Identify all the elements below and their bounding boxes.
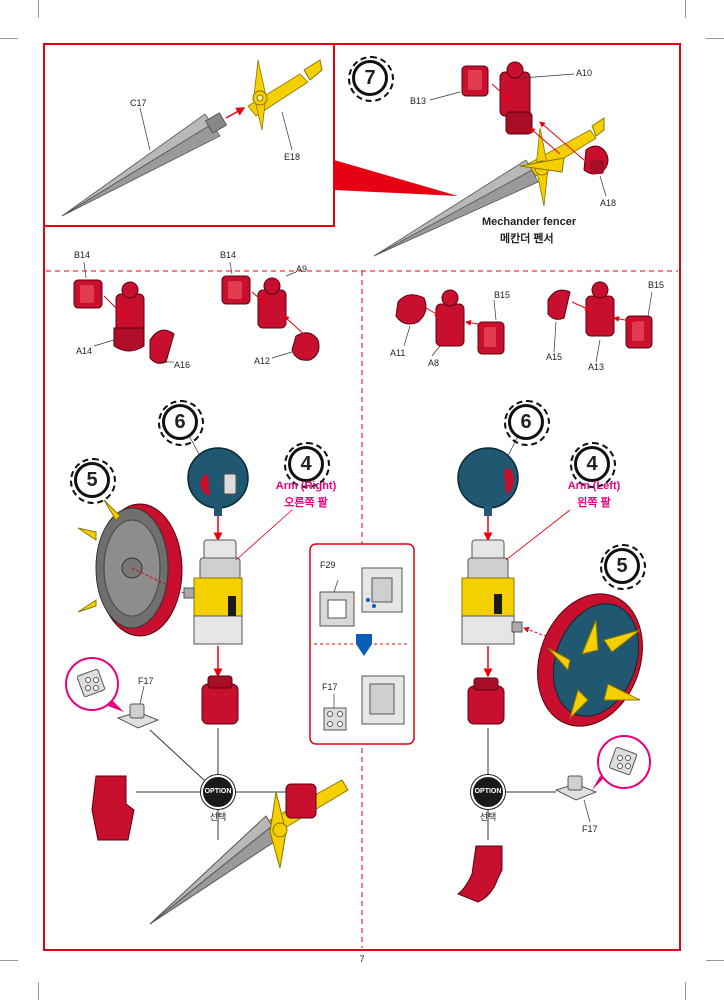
crop-mark: [0, 960, 18, 961]
part-label-a13: A13: [588, 362, 605, 372]
arm-right-caption-ko: 오른쪽 팔: [284, 497, 328, 509]
fencer-sword-assembled: [373, 117, 605, 257]
part-label-b14-a: B14: [74, 250, 91, 260]
part-label-a16: A16: [174, 360, 191, 370]
crop-mark: [685, 0, 686, 18]
step-number-6-left-arm: 6: [504, 400, 550, 446]
sword-grip-right: [149, 779, 349, 925]
option-sub-left-arm: 선택: [479, 812, 497, 822]
upper-arm-right: [193, 539, 243, 645]
option-sub-right-arm: 선택: [209, 812, 227, 822]
part-label-a8: A8: [428, 358, 440, 368]
forearm-a10: [499, 61, 533, 135]
part-forearm-a9: [257, 277, 287, 329]
part-hand-a15: [547, 289, 571, 320]
part-label-f17-right-arm: F17: [138, 676, 154, 686]
down-arrow: [356, 644, 372, 656]
f17-joint-attached: [323, 675, 405, 731]
open-hand-right: [91, 775, 135, 841]
hand-a18: [583, 145, 609, 175]
part-label-f17-left-arm: F17: [582, 824, 598, 834]
part-label-b15-a: B15: [494, 290, 511, 300]
arm-left-caption-ko: 왼쪽 팔: [577, 497, 611, 509]
sword-blade-c17: [61, 112, 228, 217]
part-forearm-a8: [435, 289, 465, 347]
step-number-4-right-arm: 4: [284, 442, 330, 488]
page-frame: [43, 43, 681, 951]
part-forearm-a13: [585, 281, 615, 337]
part-b15-a: [477, 321, 505, 355]
step-number-6-right-arm: 6: [158, 400, 204, 446]
part-label-a18: A18: [600, 198, 617, 208]
shield-left: [537, 593, 643, 727]
crop-mark: [0, 38, 18, 39]
part-hand-a12: [291, 332, 320, 361]
sword-guard-e18: [247, 59, 323, 131]
fist-b13: [461, 65, 489, 97]
part-label-a9: A9: [296, 264, 308, 274]
f29-joint: [361, 567, 403, 613]
part-label-f29: F29: [320, 560, 336, 570]
open-hand-left: [456, 845, 503, 903]
head-ball-right: [187, 447, 249, 516]
part-b14-b: [221, 275, 251, 305]
crop-mark: [38, 982, 39, 1000]
part-label-b14-b: B14: [220, 250, 237, 260]
part-b14-a: [73, 279, 103, 309]
crop-mark: [706, 38, 724, 39]
sword-caption-en: Mechander fencer: [482, 216, 577, 228]
shield-right: [77, 499, 183, 637]
f17-part-right: [116, 703, 160, 729]
fist-left: [467, 677, 505, 725]
head-ball-left: [457, 447, 519, 516]
option-badge-left-arm: OPTION: [471, 775, 505, 809]
part-label-a11: A11: [390, 348, 406, 358]
f17-part-left: [554, 775, 598, 801]
arm-left-caption-en: Arm (Left): [567, 480, 621, 492]
part-label-b15-b: B15: [648, 280, 665, 290]
part-label-f17-inset: F17: [322, 682, 338, 692]
option-badge-right-arm: OPTION: [201, 775, 235, 809]
upper-arm-left: [461, 539, 515, 645]
f17-detail-right: [65, 657, 119, 711]
part-label-a10: A10: [576, 68, 593, 78]
f29-part: [319, 591, 355, 627]
sword-caption-ko: 메칸더 펜서: [500, 233, 554, 245]
step-number-5-right-arm: 5: [70, 458, 116, 504]
part-label-e18: E18: [284, 152, 301, 162]
part-forearm-a14: [113, 281, 145, 352]
step-number-5-left-arm: 5: [600, 544, 646, 590]
part-hand-a11: [395, 294, 427, 325]
part-label-a12: A12: [254, 356, 271, 366]
part-b15-b: [625, 315, 653, 349]
crop-mark: [685, 982, 686, 1000]
arm-right-caption-en: Arm (Right): [275, 480, 337, 492]
page-number: 7: [359, 954, 365, 964]
part-label-c17: C17: [130, 98, 147, 108]
part-hand-a16: [149, 329, 175, 364]
crop-mark: [706, 960, 724, 961]
crop-mark: [38, 0, 39, 18]
part-label-b13: B13: [410, 96, 427, 106]
f17-detail-left: [597, 735, 651, 789]
fist-right: [201, 675, 239, 725]
step-number-4-left-arm: 4: [570, 442, 616, 488]
part-label-a15: A15: [546, 352, 563, 362]
step-number-7: 7: [348, 56, 394, 102]
part-label-a14: A14: [76, 346, 93, 356]
inset-pointer: [334, 160, 458, 196]
